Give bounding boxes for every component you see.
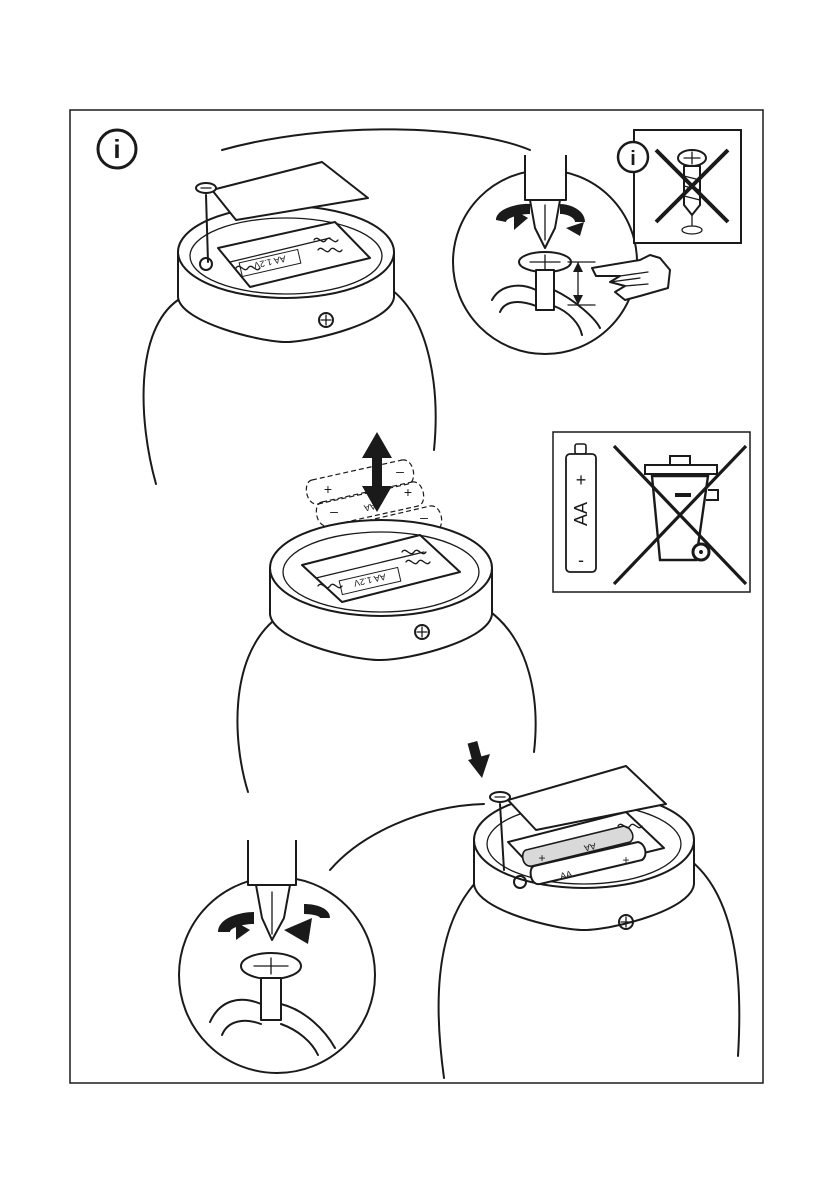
info-icon: i: [98, 130, 136, 168]
lamp-step-close: + AA + AA: [330, 741, 739, 1078]
svg-text:+: +: [538, 851, 545, 865]
svg-text:–: –: [330, 503, 338, 519]
aa-battery-label: AA: [571, 502, 591, 526]
info-icon-small: i: [618, 142, 648, 172]
svg-text:-: -: [578, 550, 584, 570]
svg-text:+: +: [576, 470, 587, 490]
battery-disposal-box: + AA -: [553, 432, 750, 592]
detail-tighten-screw: [179, 840, 375, 1073]
svg-text:AA: AA: [363, 501, 377, 513]
svg-text:+: +: [324, 481, 332, 497]
lamp-step-batteries: + – – + AA + – AA AA 1.2V: [237, 432, 535, 792]
svg-text:–: –: [396, 463, 404, 479]
battery-outline-1: + –: [306, 460, 413, 504]
info-icon-glyph: i: [113, 134, 120, 164]
svg-text:+: +: [622, 853, 629, 867]
svg-text:+: +: [404, 484, 412, 500]
svg-text:i: i: [630, 148, 636, 170]
lamp-step-open: AA 1.2V: [144, 129, 530, 484]
down-arrow-icon: [468, 741, 490, 778]
up-down-arrow-icon: [362, 432, 392, 512]
aa-battery-icon: + AA -: [566, 444, 596, 572]
warning-screw-box: i: [618, 130, 741, 243]
